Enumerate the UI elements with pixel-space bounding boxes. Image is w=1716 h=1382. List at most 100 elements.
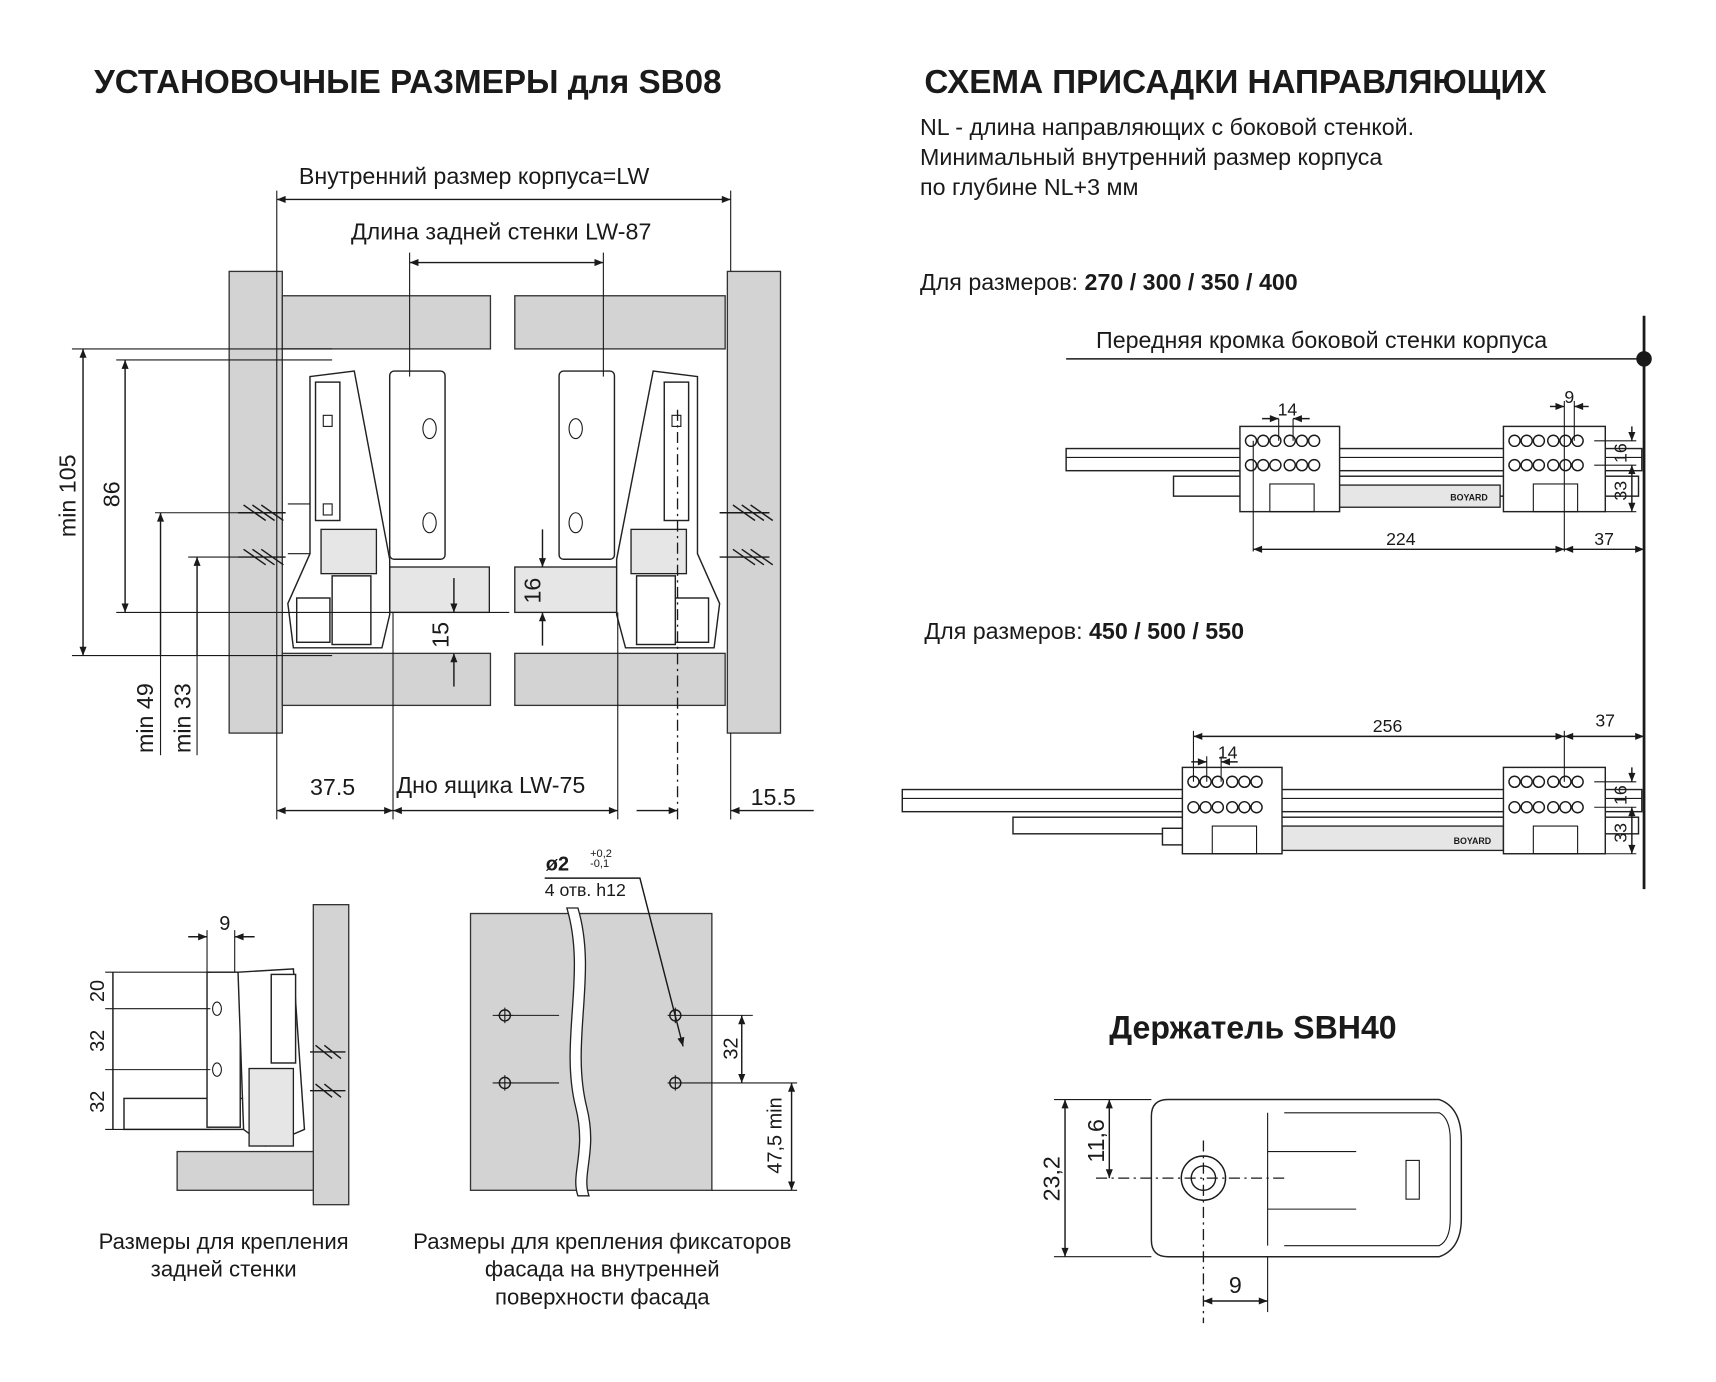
rail2-dim-37: 37 [1595, 710, 1615, 730]
right-title: СХЕМА ПРИСАДКИ НАПРАВЛЯЮЩИХ [924, 64, 1546, 101]
rail1-dim-16: 16 [1610, 443, 1630, 463]
dim-9-back: 9 [219, 913, 230, 935]
dimension-lines-sb08 [71, 190, 814, 820]
mounting-hole [1307, 434, 1321, 448]
holder-dim-9: 9 [1229, 1272, 1242, 1298]
rail-diagram-1: BOYARD [1065, 400, 1645, 553]
mounting-hole [1532, 775, 1546, 789]
mounting-hole [1211, 775, 1225, 789]
dim-back-wall-length: Длина задней стенки LW-87 [351, 218, 651, 244]
rail1-dim-224: 224 [1386, 529, 1416, 549]
dim-drawer-bottom: Дно ящика LW-75 [396, 772, 585, 798]
mounting-hole [1269, 434, 1282, 448]
mounting-hole [1520, 800, 1533, 814]
rail1-dim-9: 9 [1564, 387, 1574, 407]
front-edge-point [1636, 351, 1652, 367]
mounting-hole [1508, 800, 1521, 814]
drawer-side-right [558, 370, 774, 820]
hole-count: 4 отв. h12 [545, 880, 626, 900]
group2-heading: Для размеров: 450 / 500 / 550 [924, 618, 1244, 644]
front-edge-label: Передняя кромка боковой стенки корпуса [1096, 327, 1547, 353]
mounting-hole [1238, 775, 1251, 789]
dim-inner-width: Внутренний размер корпуса=LW [299, 163, 650, 189]
brand-label-2: BOYARD [1454, 836, 1492, 846]
dim-32-a: 32 [87, 1030, 109, 1052]
holder-title: Держатель SBH40 [1109, 1010, 1396, 1046]
mounting-hole [1547, 434, 1560, 448]
mounting-hole [1269, 458, 1282, 472]
dim-16: 16 [519, 578, 545, 604]
desc-line2: Минимальный внутренний размер корпуса [920, 144, 1382, 170]
mounting-hole [1559, 800, 1572, 814]
rail1-dim-14: 14 [1278, 399, 1298, 419]
dim-47-5-min: 47,5 min [765, 1097, 787, 1173]
mounting-hole [1547, 775, 1560, 789]
mounting-hole [1225, 775, 1239, 789]
cabinet-walls [228, 270, 782, 734]
drawer-side-left [238, 370, 446, 649]
mounting-hole [1508, 434, 1521, 448]
left-title: УСТАНОВОЧНЫЕ РАЗМЕРЫ для SB08 [94, 64, 721, 101]
holder-dim-23-2: 23,2 [1038, 1156, 1064, 1201]
rail2-dim-14: 14 [1218, 743, 1238, 763]
mounting-hole [1559, 458, 1572, 472]
mounting-hole [1187, 800, 1200, 814]
mounting-hole [1295, 458, 1309, 472]
dim-37-5: 37.5 [310, 774, 355, 800]
rail1-dim-33: 33 [1610, 481, 1630, 501]
dim-min33: min 33 [169, 683, 195, 753]
mounting-hole [1250, 775, 1263, 789]
mounting-hole [1532, 800, 1546, 814]
caption-front-line2: фасада на внутренней [485, 1257, 720, 1282]
mounting-hole [1238, 800, 1251, 814]
mounting-hole [1283, 458, 1297, 472]
mounting-hole [1559, 775, 1572, 789]
mounting-hole [1520, 458, 1533, 472]
mounting-hole [1199, 800, 1212, 814]
desc-line3: по глубине NL+3 мм [920, 174, 1138, 200]
mounting-hole [1244, 458, 1258, 472]
dim-32-front: 32 [720, 1038, 742, 1060]
mounting-hole [1250, 800, 1263, 814]
mounting-hole [1559, 434, 1572, 448]
mounting-hole [1520, 434, 1533, 448]
mounting-hole [1283, 434, 1297, 448]
mounting-hole [1244, 434, 1258, 448]
mounting-hole [1532, 434, 1546, 448]
desc-line1: NL - длина направляющих с боковой стенко… [920, 114, 1414, 140]
dim-15: 15 [427, 622, 453, 648]
dim-86: 86 [99, 481, 125, 507]
rail-diagram-2: BOYARD [901, 730, 1645, 855]
mounting-hole [1225, 800, 1239, 814]
holder-sbh40-figure [1053, 1098, 1463, 1324]
group1-heading: Для размеров: 270 / 300 / 350 / 400 [920, 269, 1298, 295]
mounting-hole [1256, 434, 1270, 448]
mounting-hole [1547, 458, 1560, 472]
mounting-hole [1571, 434, 1584, 448]
mounting-hole [1256, 458, 1270, 472]
mounting-hole [1307, 458, 1321, 472]
caption-back-line2: задней стенки [151, 1257, 297, 1282]
mounting-hole [1520, 775, 1533, 789]
mounting-hole [1532, 458, 1546, 472]
mounting-hole [1211, 800, 1225, 814]
brand-label-1: BOYARD [1450, 493, 1488, 503]
caption-front-line1: Размеры для крепления фиксаторов [413, 1229, 791, 1254]
front-mount-figure [469, 877, 798, 1197]
mounting-hole [1295, 434, 1309, 448]
mounting-hole [1571, 458, 1584, 472]
rail2-dim-33: 33 [1610, 823, 1630, 843]
mounting-hole [1508, 775, 1521, 789]
dim-32-b: 32 [87, 1091, 109, 1113]
mounting-hole [1547, 800, 1560, 814]
dim-min49: min 49 [132, 683, 158, 753]
tolerance-plus: +0,2 [590, 848, 612, 860]
mounting-hole [1571, 775, 1584, 789]
mounting-hole [1571, 800, 1584, 814]
caption-back-line1: Размеры для крепления [99, 1229, 349, 1254]
dim-20: 20 [87, 980, 109, 1002]
rail1-dim-37: 37 [1594, 529, 1614, 549]
hole-diameter: ø2 [546, 853, 569, 875]
